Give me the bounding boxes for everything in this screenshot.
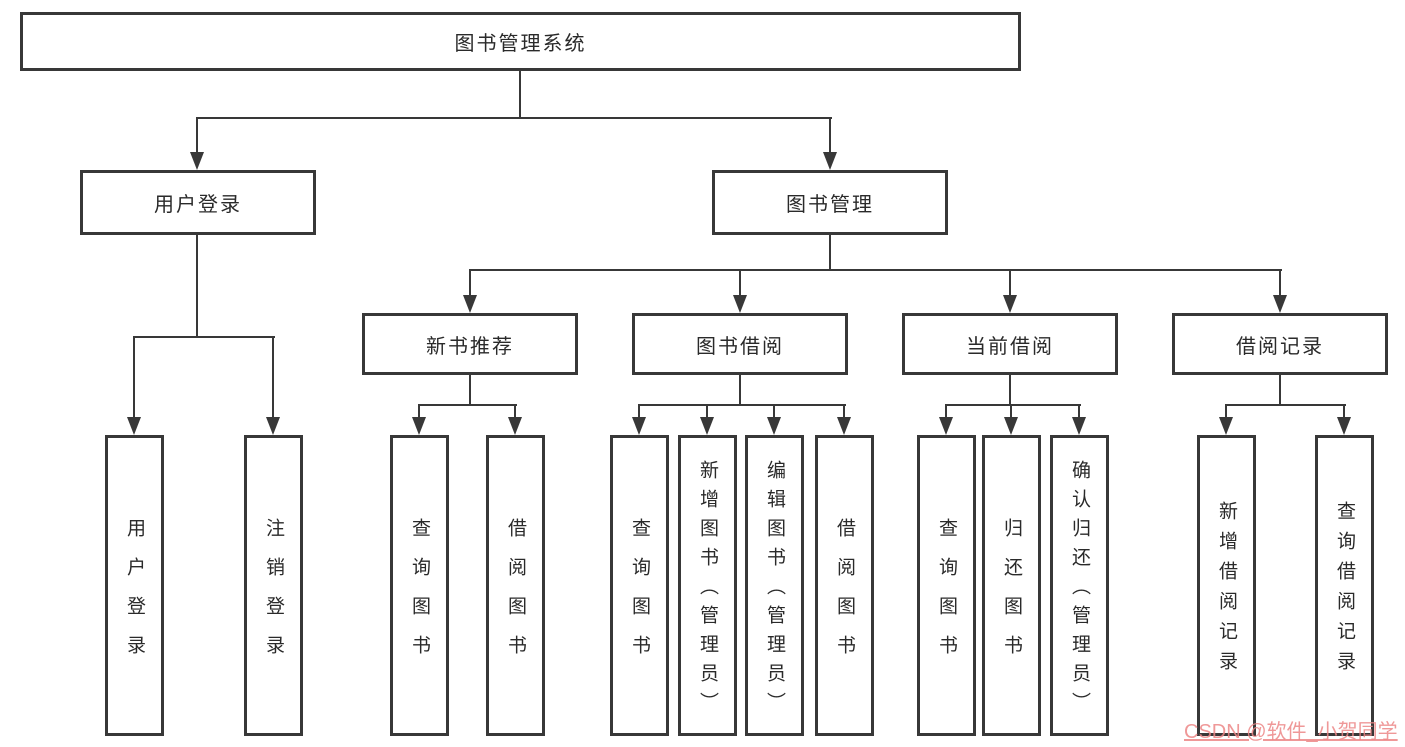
connector-line <box>1010 405 1012 419</box>
arrow-down-icon <box>508 417 522 435</box>
connector-line <box>1225 405 1227 419</box>
leaf-recommend-borrow-books-label: 借阅图书 <box>505 517 526 674</box>
connector-line <box>945 405 947 419</box>
arrow-down-icon <box>733 295 747 313</box>
arrow-down-icon <box>939 417 953 435</box>
arrow-down-icon <box>700 417 714 435</box>
leaf-return-books-label: 归还图书 <box>1001 517 1022 674</box>
connector-line <box>1343 405 1345 419</box>
connector-line <box>706 405 708 419</box>
connector-line <box>829 118 831 154</box>
node-book-management: 图书管理 <box>712 170 948 235</box>
arrow-down-icon <box>1337 417 1351 435</box>
arrow-down-icon <box>412 417 426 435</box>
connector-line <box>773 405 775 419</box>
connector-line <box>133 337 135 419</box>
leaf-borrow-query-books: 查询图书 <box>610 435 669 736</box>
arrow-down-icon <box>823 152 837 170</box>
connector-line <box>469 375 471 406</box>
arrow-down-icon <box>767 417 781 435</box>
arrow-down-icon <box>463 295 477 313</box>
connector-line <box>739 270 741 297</box>
leaf-add-borrow-record: 新增借阅记录 <box>1197 435 1256 736</box>
connector-line <box>638 405 640 419</box>
node-current-borrow: 当前借阅 <box>902 313 1118 375</box>
connector-line <box>196 234 198 338</box>
connector-line <box>843 405 845 419</box>
leaf-recommend-borrow-books: 借阅图书 <box>486 435 545 736</box>
connector-line <box>829 234 831 271</box>
connector-line <box>1225 404 1346 406</box>
node-user-login-label: 用户登录 <box>154 194 242 216</box>
leaf-logout: 注销登录 <box>244 435 303 736</box>
connector-line <box>1279 375 1281 406</box>
connector-line <box>945 404 1081 406</box>
leaf-add-books-admin-label: 新增图书（管理员） <box>697 460 718 721</box>
csdn-watermark: CSDN @软件_小贺同学 <box>1184 721 1398 743</box>
connector-line <box>196 117 832 119</box>
leaf-confirm-return-admin-label: 确认归还（管理员） <box>1069 460 1090 721</box>
arrow-down-icon <box>1003 295 1017 313</box>
leaf-logout-label: 注销登录 <box>263 517 284 674</box>
leaf-current-query-books: 查询图书 <box>917 435 976 736</box>
connector-line <box>418 405 420 419</box>
node-root: 图书管理系统 <box>20 12 1021 71</box>
connector-line <box>469 269 1282 271</box>
leaf-current-query-books-label: 查询图书 <box>936 517 957 674</box>
leaf-user-login: 用户登录 <box>105 435 164 736</box>
connector-line <box>133 336 275 338</box>
node-current-borrow-label: 当前借阅 <box>966 335 1054 358</box>
connector-line <box>1279 270 1281 297</box>
arrow-down-icon <box>632 417 646 435</box>
arrow-down-icon <box>127 417 141 435</box>
node-borrow-record: 借阅记录 <box>1172 313 1388 375</box>
leaf-user-login-label: 用户登录 <box>124 517 145 674</box>
connector-line <box>1078 405 1080 419</box>
node-book-borrow-label: 图书借阅 <box>696 335 784 358</box>
arrow-down-icon <box>1273 295 1287 313</box>
leaf-confirm-return-admin: 确认归还（管理员） <box>1050 435 1109 736</box>
connector-line <box>739 375 741 406</box>
arrow-down-icon <box>837 417 851 435</box>
leaf-edit-books-admin-label: 编辑图书（管理员） <box>764 460 785 721</box>
connector-line <box>514 405 516 419</box>
connector-line <box>469 270 471 297</box>
node-user-login: 用户登录 <box>80 170 316 235</box>
node-new-book-recommend: 新书推荐 <box>362 313 578 375</box>
arrow-down-icon <box>1072 417 1086 435</box>
leaf-query-borrow-record-label: 查询借阅记录 <box>1334 501 1355 681</box>
leaf-add-books-admin: 新增图书（管理员） <box>678 435 737 736</box>
connector-line <box>638 404 846 406</box>
connector-line <box>272 337 274 419</box>
leaf-return-books: 归还图书 <box>982 435 1041 736</box>
leaf-add-borrow-record-label: 新增借阅记录 <box>1216 501 1237 681</box>
node-new-book-recommend-label: 新书推荐 <box>426 335 514 358</box>
connector-line <box>418 404 517 406</box>
connector-line <box>519 70 521 118</box>
node-book-management-label: 图书管理 <box>786 194 874 216</box>
connector-line <box>196 118 198 154</box>
leaf-borrow-books-label: 借阅图书 <box>834 517 855 674</box>
connector-line <box>1009 375 1011 406</box>
leaf-recommend-query-books-label: 查询图书 <box>409 517 430 674</box>
leaf-recommend-query-books: 查询图书 <box>390 435 449 736</box>
arrow-down-icon <box>1004 417 1018 435</box>
arrow-down-icon <box>266 417 280 435</box>
connector-line <box>1009 270 1011 297</box>
arrow-down-icon <box>190 152 204 170</box>
leaf-query-borrow-record: 查询借阅记录 <box>1315 435 1374 736</box>
leaf-borrow-books: 借阅图书 <box>815 435 874 736</box>
leaf-edit-books-admin: 编辑图书（管理员） <box>745 435 804 736</box>
node-book-borrow: 图书借阅 <box>632 313 848 375</box>
node-root-label: 图书管理系统 <box>454 33 587 55</box>
leaf-borrow-query-books-label: 查询图书 <box>629 517 650 674</box>
arrow-down-icon <box>1219 417 1233 435</box>
node-borrow-record-label: 借阅记录 <box>1236 335 1324 358</box>
